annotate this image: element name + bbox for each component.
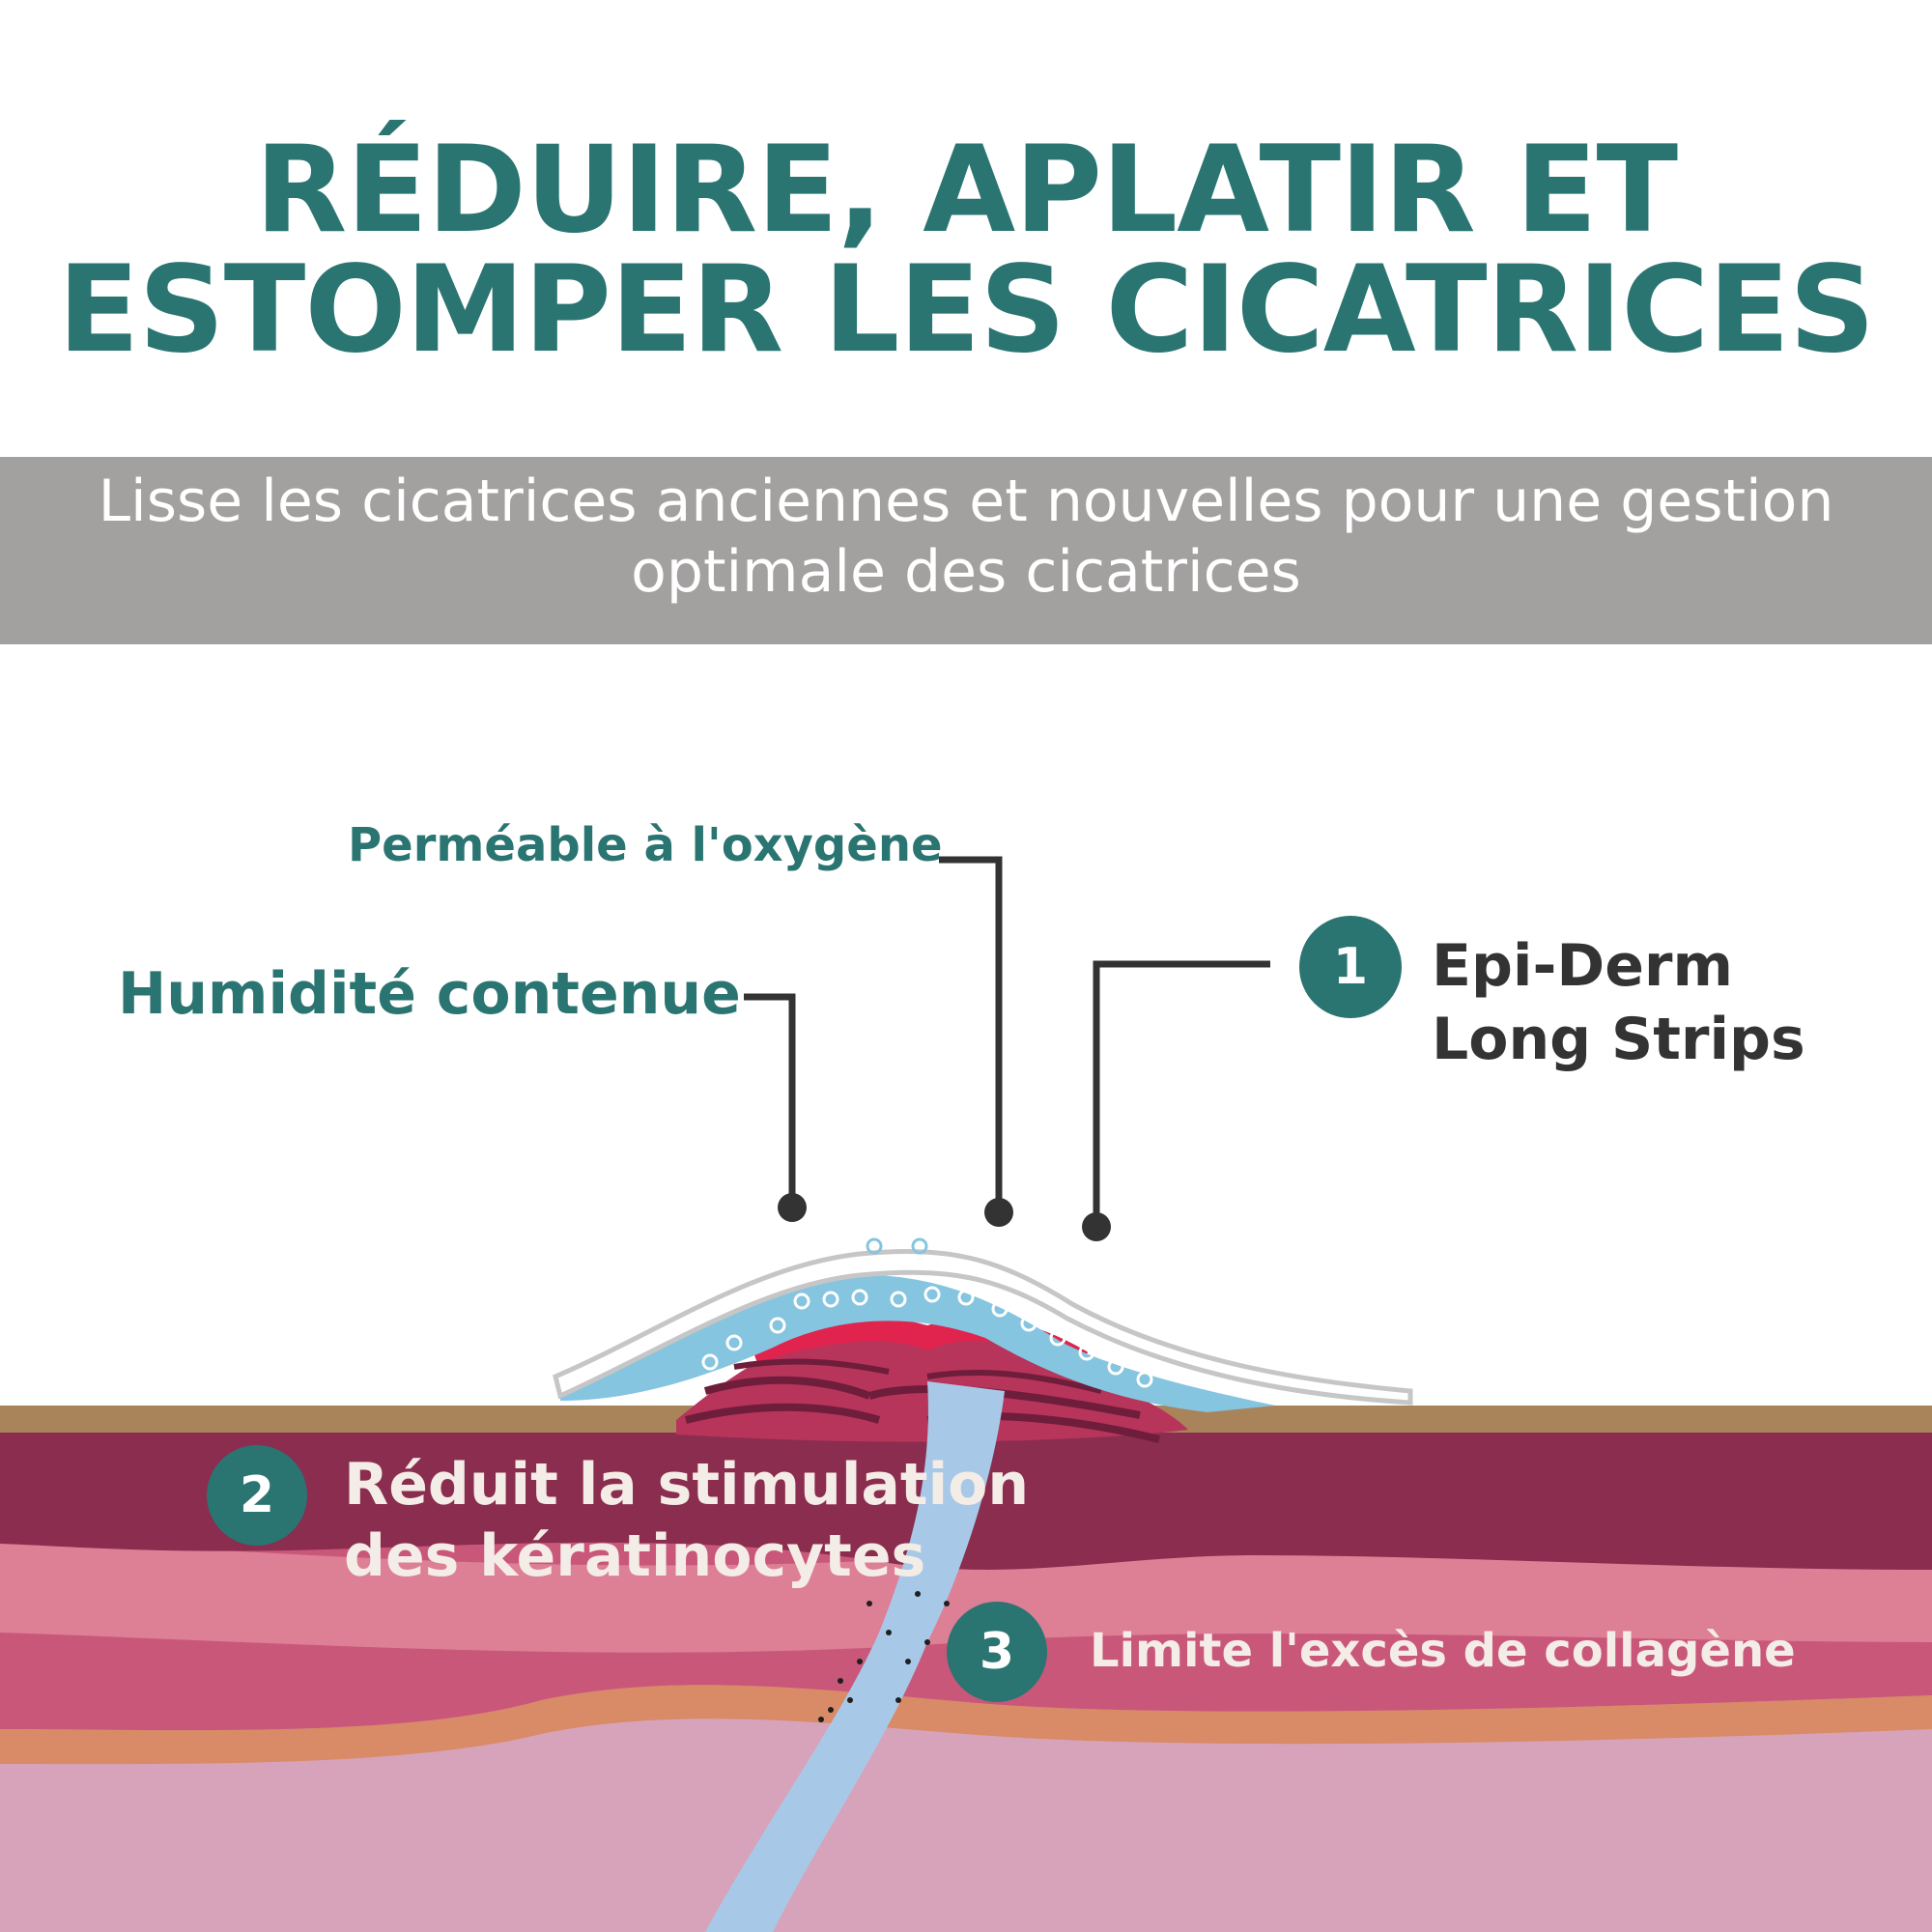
step-2-badge: 2 — [207, 1445, 307, 1546]
collagen-label: Limite l'excès de collagène — [1090, 1624, 1796, 1678]
product-leader — [1093, 960, 1270, 1227]
humidity-leader — [744, 993, 796, 1208]
upper-dermis-layer — [0, 1536, 1932, 1653]
keratinocytes-line-1: Réduit la stimulation — [344, 1451, 1030, 1519]
page-title: RÉDUIRE, APLATIR ET ESTOMPER LES CICATRI… — [0, 130, 1932, 370]
title-line-1: RÉDUIRE, APLATIR ET — [254, 121, 1678, 260]
oxygen-leader-dot — [984, 1198, 1013, 1227]
oxygen-permeable-label: Perméable à l'oxygène — [348, 818, 943, 872]
subtitle: Lisse les cicatrices anciennes et nouvel… — [0, 467, 1932, 608]
humidity-leader-dot — [778, 1193, 807, 1222]
keratinocytes-line-2: des kératinocytes — [344, 1522, 926, 1590]
product-name-line-1: Epi-Derm — [1432, 932, 1734, 1000]
oxygen-leader — [939, 856, 1003, 1212]
humidity-contained-label: Humidité contenue — [118, 960, 741, 1028]
epi-derm-strip — [553, 1249, 1413, 1406]
fat-band — [0, 1685, 1932, 1765]
product-leader-dot — [1082, 1212, 1111, 1241]
collagen-channel — [705, 1381, 1005, 1932]
oxygen-bubbles — [701, 1286, 1153, 1388]
step-3-badge: 3 — [947, 1602, 1047, 1702]
subtitle-line-1: Lisse les cicatrices anciennes et nouvel… — [98, 468, 1834, 535]
product-name-label: Epi-Derm Long Strips — [1432, 929, 1805, 1076]
leader-lines — [744, 856, 1270, 1227]
subtitle-line-2: optimale des cicatrices — [631, 538, 1301, 606]
keratinocytes-label: Réduit la stimulation des kératinocytes — [344, 1449, 1029, 1592]
surface-bubbles — [866, 1237, 928, 1255]
collagen-dots — [818, 1591, 950, 1722]
title-line-2: ESTOMPER LES CICATRICES — [57, 241, 1876, 380]
product-name-line-2: Long Strips — [1432, 1006, 1805, 1073]
subtitle-band — [0, 457, 1932, 644]
step-1-badge: 1 — [1299, 916, 1402, 1018]
